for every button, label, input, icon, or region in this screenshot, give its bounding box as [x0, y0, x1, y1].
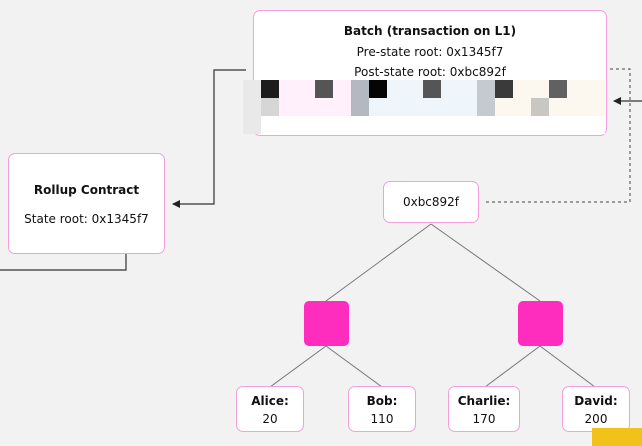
leaf-david: David: 200 [562, 386, 630, 432]
leaf-value: 200 [584, 412, 608, 426]
leaf-name: Alice: [251, 394, 289, 408]
batch-title: Batch (transaction on L1) [343, 24, 517, 38]
rollup-state-root: State root: 0x1345f7 [24, 212, 149, 226]
leaf-charlie: Charlie: 170 [448, 386, 520, 432]
leaf-value: 20 [262, 412, 278, 426]
merkle-intermediate-node-left [304, 301, 349, 346]
leaf-name: Charlie: [457, 394, 511, 408]
leaf-bob: Bob: 110 [348, 386, 416, 432]
leaf-alice: Alice: 20 [236, 386, 304, 432]
leaf-value: 170 [472, 412, 496, 426]
batch-post-state-root: Post-state root: 0xbc892f [354, 65, 506, 79]
leaf-name: David: [574, 394, 618, 408]
merkle-root-node: 0xbc892f [383, 181, 479, 223]
batch-pre-state-root: Pre-state root: 0x1345f7 [356, 45, 504, 59]
pixelated-data-strip [243, 80, 605, 134]
rollup-contract-title: Rollup Contract [33, 183, 140, 197]
leaf-value: 110 [370, 412, 394, 426]
leaf-name: Bob: [366, 394, 398, 408]
yellow-corner-accent [592, 428, 642, 446]
batch-to-rollup-arrow [172, 69, 246, 208]
rollup-contract-box: Rollup Contract State root: 0x1345f7 [8, 153, 165, 254]
merkle-intermediate-node-right [518, 301, 563, 346]
tree-edges [269, 223, 596, 388]
